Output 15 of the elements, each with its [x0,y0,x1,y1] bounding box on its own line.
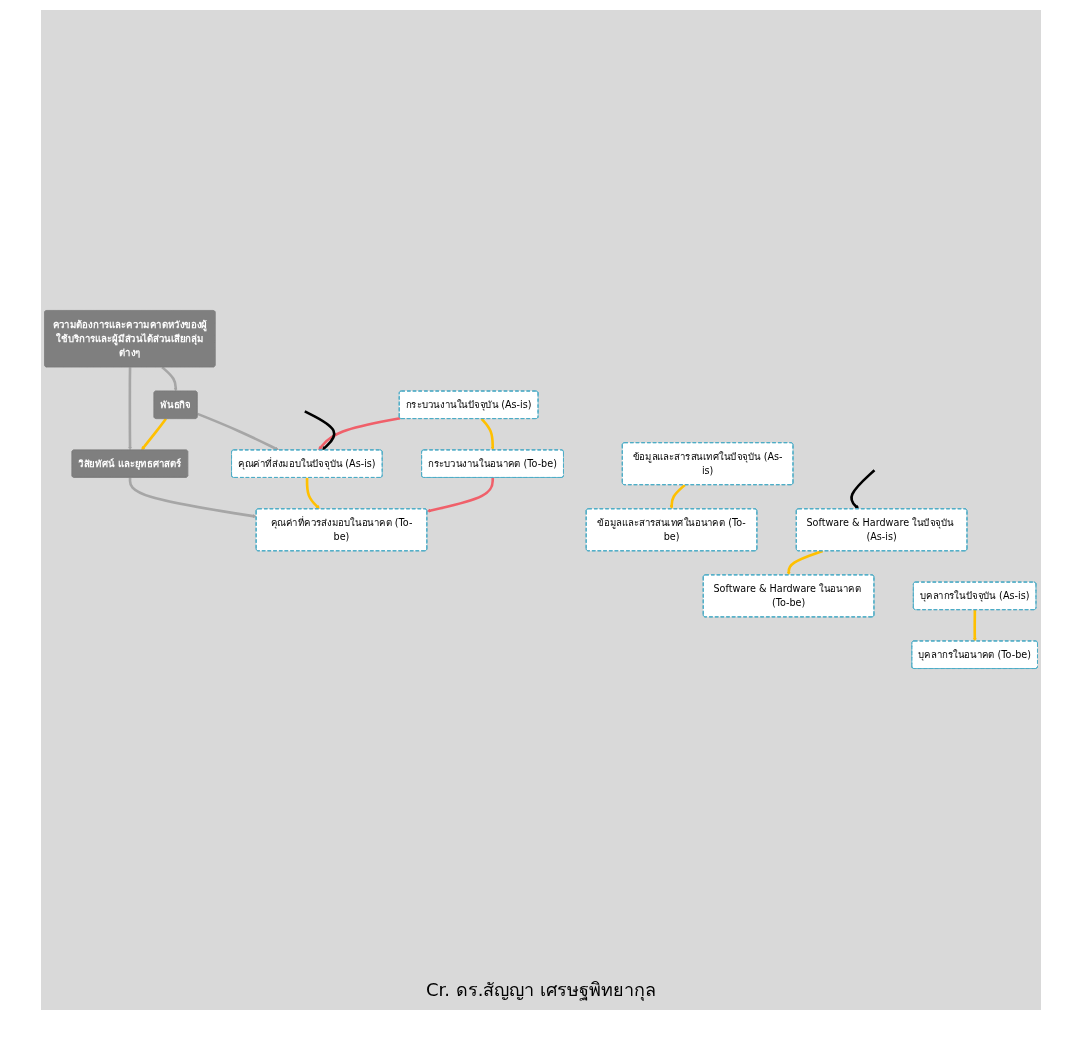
arrow [141,418,167,451]
arrow [197,412,279,451]
arrow [426,477,495,513]
arrow [318,416,401,451]
arrow [786,549,824,576]
arrow [305,477,320,510]
arrow [128,477,257,518]
arrow [850,469,876,510]
arrow [128,367,132,451]
arrow [304,410,336,451]
arrow [972,609,977,642]
arrow [480,417,495,451]
caption: Cr. ดร.สัญญา เศรษฐพิทยากุล [424,978,658,1003]
arrow [669,483,686,510]
arrow [161,366,178,392]
